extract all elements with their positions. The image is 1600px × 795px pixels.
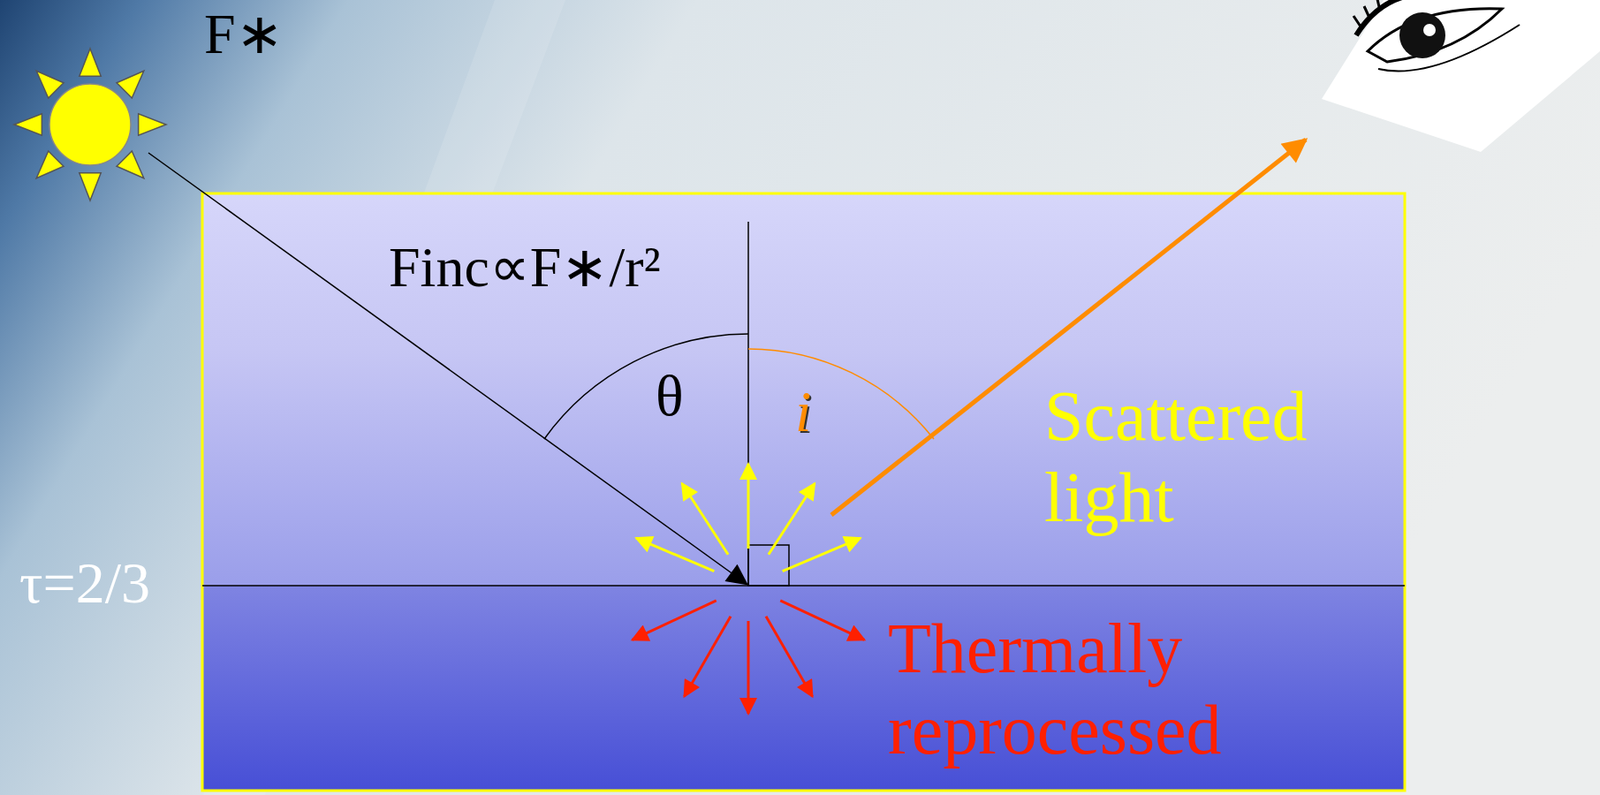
sun-ray [138,113,167,136]
lower-lid [1378,24,1520,72]
scattered-light-label: Scattered light [1044,375,1363,539]
atmosphere-layer [202,193,1405,586]
eyebrow [1356,0,1414,36]
star-flux-label: F∗ [204,1,284,68]
i-angle-label: i [795,378,812,446]
sun-ray [116,70,145,99]
incident-ray [148,152,747,584]
scattered-arrow [768,483,815,555]
eye-symbol [1321,0,1600,152]
sun-ray [79,173,101,201]
eyelashes [1353,0,1381,27]
incident-flux-label: Finc∝F∗/r² [388,235,661,301]
eye-iris [1399,12,1446,59]
theta-arc [544,333,749,440]
sun-ray [116,151,145,179]
sun-ray [36,70,64,99]
right-angle-mark [748,545,789,586]
thermal-arrow [747,621,751,714]
i-arc [748,348,934,440]
slab-border [202,193,1405,791]
thermal-arrow [632,600,717,640]
scattered-arrow [782,538,861,572]
tau-surface-line [202,584,1405,587]
thermal-label: Thermally reprocessed [887,607,1277,771]
thermal-arrow [684,616,732,698]
emission-fans [632,463,865,714]
tau-label: τ=2/3 [19,549,151,617]
eye-highlight [1423,23,1436,37]
scattered-arrow [747,463,751,549]
eye-outline [1367,8,1502,62]
surface-normal [747,221,750,586]
sun-disc [49,83,131,166]
scattered-arrow [682,483,728,555]
interior-layer [202,585,1405,791]
sun-ray [79,48,101,76]
sun-symbol [14,48,167,201]
sun-ray [14,113,42,136]
theta-label: θ [655,362,684,430]
thermal-arrow [765,616,813,698]
scattered-arrow [636,538,714,572]
thermal-arrow [780,600,865,640]
sun-ray [36,151,64,179]
